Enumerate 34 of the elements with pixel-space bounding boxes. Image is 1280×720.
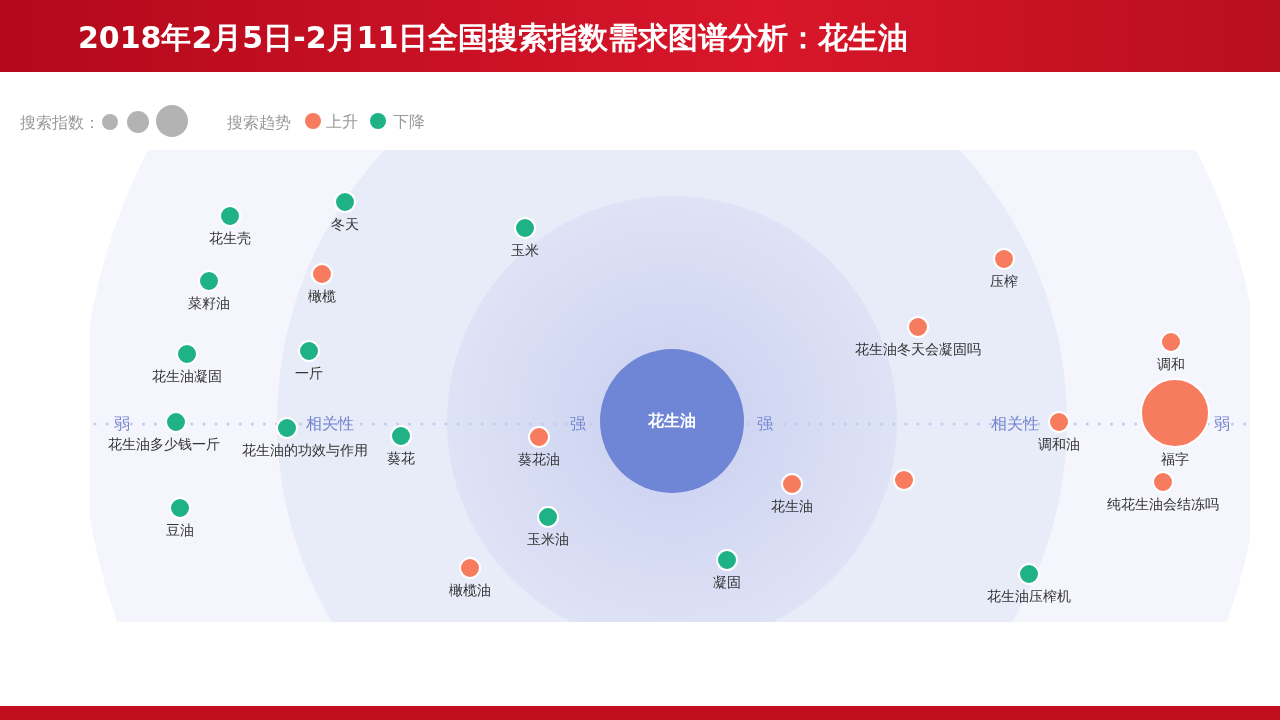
keyword-label: 花生油的功效与作用 [242,442,368,460]
keyword-label: 玉米油 [527,531,569,549]
keyword-label: 调和油 [1038,436,1080,454]
keyword-label: 凝固 [713,574,741,592]
keyword-label: 一斤 [295,365,323,383]
keyword-label: 玉米 [511,242,539,260]
keyword-label: 压榨 [990,273,1018,291]
keyword-label: 葵花油 [518,451,560,469]
keyword-label: 橄榄 [308,288,336,306]
keyword-label: 花生油多少钱一斤 [108,436,220,454]
legend-label: 上升 [326,112,358,133]
axis-label: 弱 [1214,413,1230,435]
axis-label: 相关性 [306,413,354,435]
keyword-label: 冬天 [331,216,359,234]
keyword-label: 菜籽油 [188,295,230,313]
keyword-label: 花生油压榨机 [987,588,1071,606]
legend-heading: 搜索趋势 [227,113,291,134]
keyword-label: 葵花 [387,450,415,468]
keyword-label: 橄榄油 [449,582,491,600]
keyword-label: 福字 [1161,451,1189,469]
keyword-label: 花生油冬天会凝固吗 [855,341,981,359]
axis-label: 弱 [114,413,130,435]
keyword-label: 花生油凝固 [152,368,222,386]
keyword-label: 花生油 [771,498,813,516]
legend-label: 下降 [393,112,425,133]
keyword-label: 调和 [1157,356,1185,374]
keyword-label: 纯花生油会结冻吗 [1107,496,1219,514]
axis-label: 相关性 [991,413,1039,435]
legend-heading: 搜索指数： [20,113,100,134]
keyword-label: 花生壳 [209,230,251,248]
axis-label: 强 [757,413,773,435]
keyword-label: 豆油 [166,522,194,540]
title-text: 2018年2月5日-2月11日全国搜索指数需求图谱分析：花生油 [78,19,909,57]
axis-label: 强 [570,413,586,435]
